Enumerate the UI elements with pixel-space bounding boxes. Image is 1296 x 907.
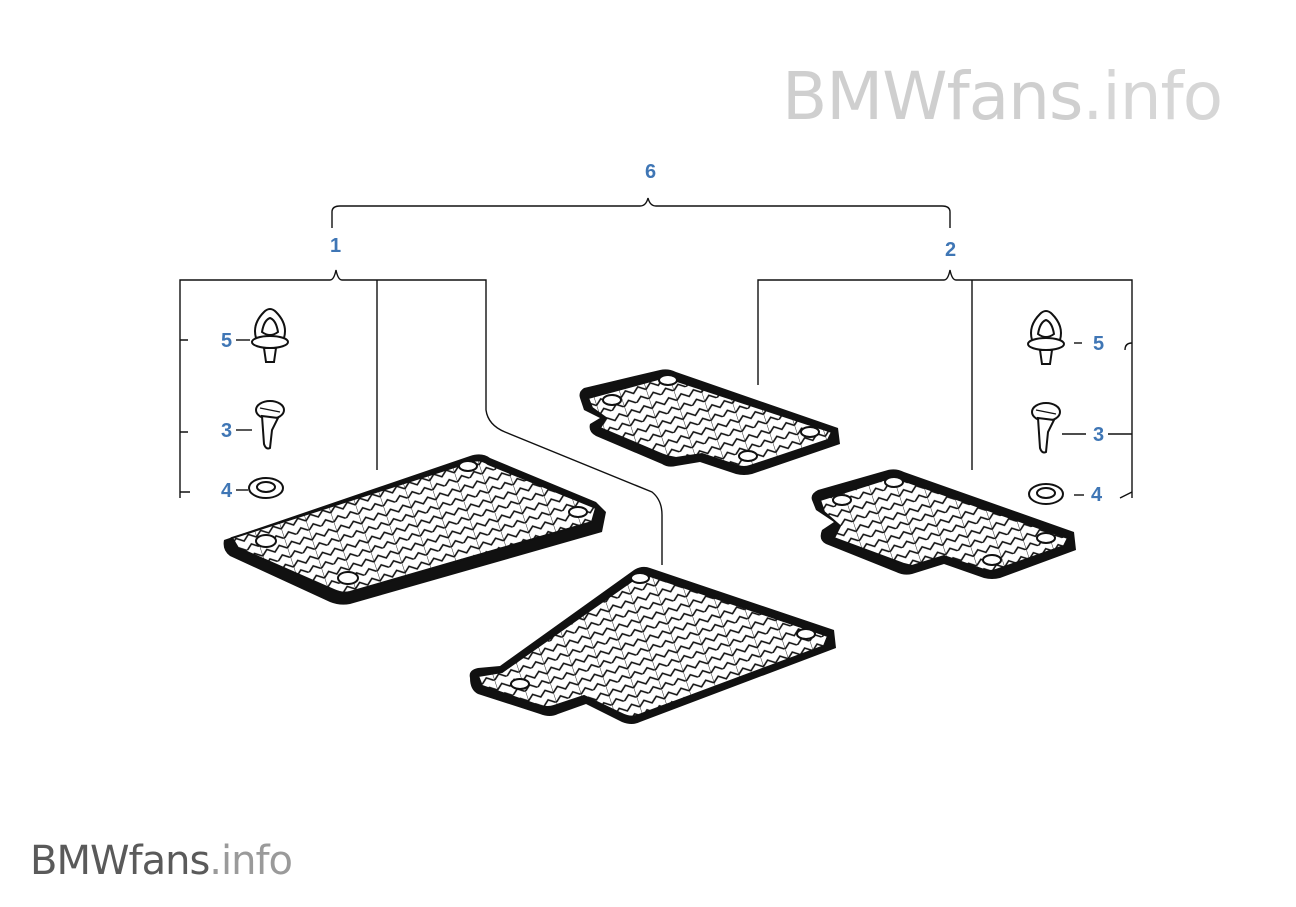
callout-kit[interactable]: 6 (645, 161, 656, 183)
callout-left-clip[interactable]: 5 (221, 330, 232, 352)
fastener-icon (255, 400, 285, 450)
watermark-top-brand: BMWfans (782, 58, 1083, 135)
floor-mat-rear-right (811, 469, 1076, 579)
fastener-icon (1031, 402, 1061, 454)
callout-front-set[interactable]: 1 (330, 235, 341, 257)
grommet-icon (248, 477, 284, 499)
grommet-icon (1028, 483, 1064, 505)
watermark-top-tld: .info (1082, 58, 1223, 135)
watermark-top: BMWfans.info (782, 58, 1223, 135)
callout-rear-set[interactable]: 2 (945, 239, 956, 261)
watermark-bottom-tld: .info (209, 838, 293, 884)
floor-mat-front-left (223, 454, 606, 605)
clip-icon (251, 308, 289, 363)
callout-right-clip[interactable]: 5 (1093, 333, 1104, 355)
callout-left-grommet[interactable]: 4 (221, 480, 233, 502)
rear-set-bracket (757, 269, 1133, 499)
kit-bracket (331, 197, 951, 228)
watermark-bottom-brand: BMWfans (30, 838, 210, 884)
callout-right-fastener[interactable]: 3 (1093, 424, 1104, 446)
floor-mat-rear-left (579, 369, 840, 475)
clip-icon (1027, 310, 1065, 365)
watermark-bottom: BMWfans.info (30, 838, 293, 884)
callout-left-fastener[interactable]: 3 (221, 420, 232, 442)
callout-right-grommet[interactable]: 4 (1091, 484, 1103, 506)
front-set-bracket (179, 269, 663, 565)
floor-mat-front-right (469, 566, 836, 724)
